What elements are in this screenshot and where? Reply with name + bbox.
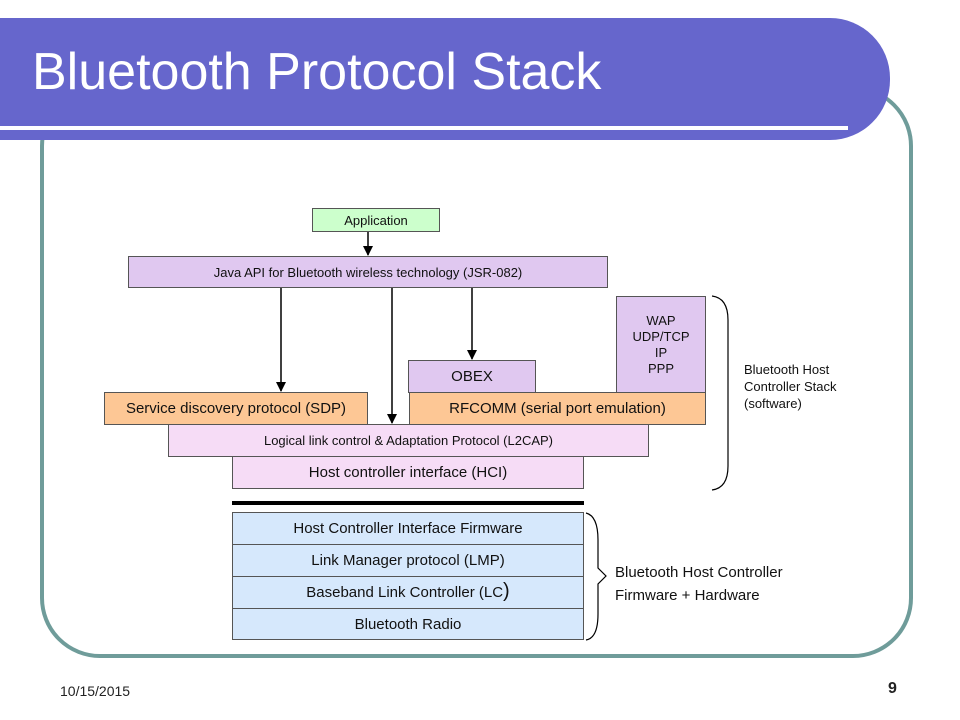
footer-date: 10/15/2015 [60,683,131,699]
host-stack-line-3: (software) [744,396,802,411]
rfcomm-label: RFCOMM (serial port emulation) [449,400,666,417]
title-bar [0,18,890,140]
baseband-box: Baseband Link Controller (LC) [232,576,584,609]
sdp-label: Service discovery protocol (SDP) [125,400,347,417]
ppp-label: PPP [647,360,674,376]
ip-label: IP [654,344,668,360]
lmp-label: Link Manager protocol (LMP) [311,552,505,569]
l2cap-box: Logical link control & Adaptation Protoc… [168,424,649,457]
udp-tcp-label: UDP/TCP [632,328,690,344]
radio-box: Bluetooth Radio [232,608,584,640]
radio-label: Bluetooth Radio [354,615,462,633]
java-api-label: Java API for Bluetooth wireless technolo… [213,264,523,280]
host-stack-brace [711,295,729,491]
hci-firmware-box: Host Controller Interface Firmware [232,512,584,545]
controller-label: Bluetooth Host Controller Firmware + Har… [615,561,783,607]
host-stack-line-2: Controller Stack [744,379,837,394]
wap-stack-box: WAP UDP/TCP IP PPP [616,296,706,393]
title-underline [0,126,848,130]
page-number: 9 [888,680,897,697]
application-box: Application [312,208,440,232]
wap-label: WAP [646,312,676,328]
application-label: Application [344,212,408,228]
java-api-box: Java API for Bluetooth wireless technolo… [128,256,608,288]
obex-label: OBEX [451,368,493,385]
hci-label: Host controller interface (HCI) [308,464,508,481]
controller-brace [585,512,607,641]
baseband-label: Baseband Link Controller (LC) [306,581,509,601]
controller-line-2: Firmware + Hardware [615,587,760,604]
baseband-text: Baseband Link Controller (LC [306,584,504,601]
lmp-box: Link Manager protocol (LMP) [232,544,584,577]
hci-firmware-label: Host Controller Interface Firmware [293,520,523,537]
obex-box: OBEX [408,360,536,393]
host-stack-line-1: Bluetooth Host [744,362,830,377]
sdp-box: Service discovery protocol (SDP) [104,392,368,425]
l2cap-label: Logical link control & Adaptation Protoc… [263,433,554,448]
hci-box: Host controller interface (HCI) [232,456,584,489]
baseband-paren: ) [503,580,510,602]
controller-line-1: Bluetooth Host Controller [615,564,783,581]
rfcomm-box: RFCOMM (serial port emulation) [409,392,706,425]
slide-title: Bluetooth Protocol Stack [32,43,602,101]
host-stack-label: Bluetooth Host Controller Stack (softwar… [744,361,836,412]
